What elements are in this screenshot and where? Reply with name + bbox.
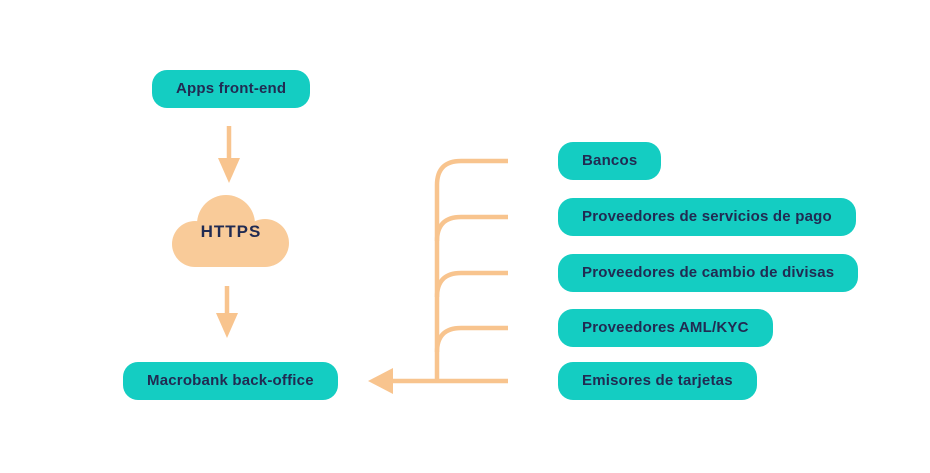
cloud-icon: [172, 195, 289, 267]
https-cloud-node: HTTPS: [172, 194, 290, 268]
node-apps-front-end: Apps front-end: [152, 70, 311, 108]
down-arrow-icon: [216, 286, 238, 338]
down-arrow-icon: [218, 126, 240, 183]
tree-connector: [391, 158, 508, 384]
node-provider-emisores-tarjetas: Emisores de tarjetas: [558, 362, 757, 400]
node-provider-servicios-de-pago: Proveedores de servicios de pago: [558, 198, 856, 236]
node-macrobank-back-office: Macrobank back-office: [123, 362, 338, 400]
node-provider-bancos: Bancos: [558, 142, 662, 180]
node-provider-aml-kyc: Proveedores AML/KYC: [558, 309, 773, 347]
protocol-label: HTTPS: [200, 222, 262, 241]
node-provider-cambio-de-divisas: Proveedores de cambio de divisas: [558, 254, 859, 292]
left-arrow-icon: [368, 368, 393, 394]
